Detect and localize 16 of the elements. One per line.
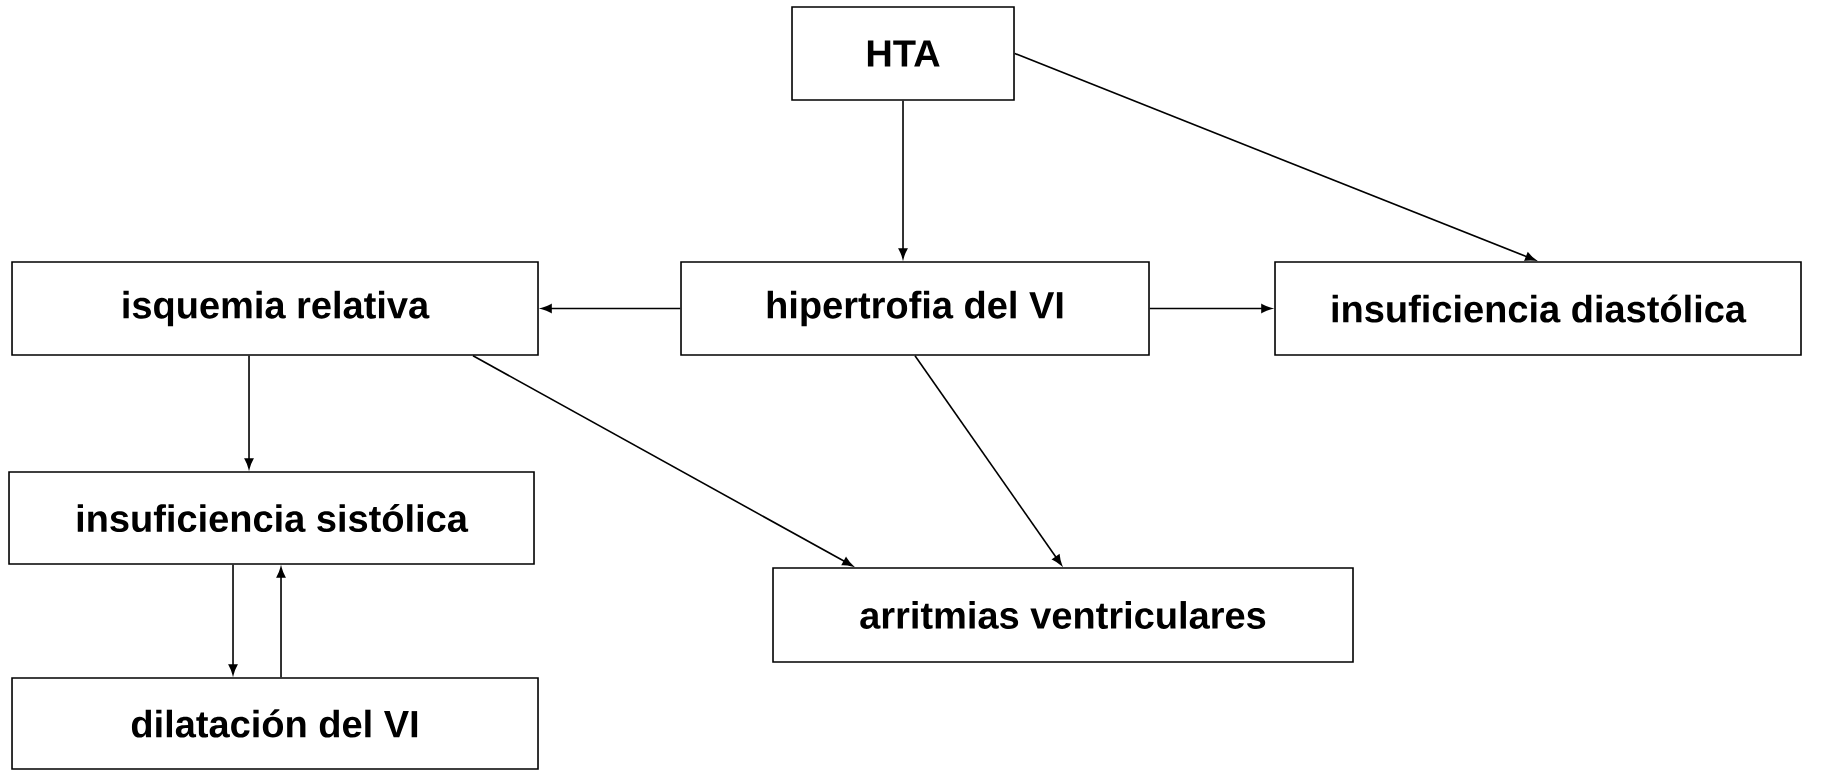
arrow xyxy=(472,355,853,567)
arrow xyxy=(1149,304,1272,313)
arrow xyxy=(541,304,681,313)
arrow xyxy=(914,355,1062,566)
process-box: insuficiencia sistólica xyxy=(8,471,535,565)
process-box: insuficiencia diastólica xyxy=(1274,261,1802,356)
arrow xyxy=(1014,52,1536,261)
arrow xyxy=(898,100,908,259)
process-box: isquemia relativa xyxy=(11,261,539,356)
arrow xyxy=(276,567,286,678)
process-box: dilatación del VI xyxy=(11,677,539,770)
arrow xyxy=(228,564,238,675)
process-box: arritmias ventriculares xyxy=(772,567,1354,663)
arrow xyxy=(244,355,254,469)
process-box: HTA xyxy=(791,6,1015,101)
process-box: hipertrofia del VI xyxy=(680,261,1150,356)
